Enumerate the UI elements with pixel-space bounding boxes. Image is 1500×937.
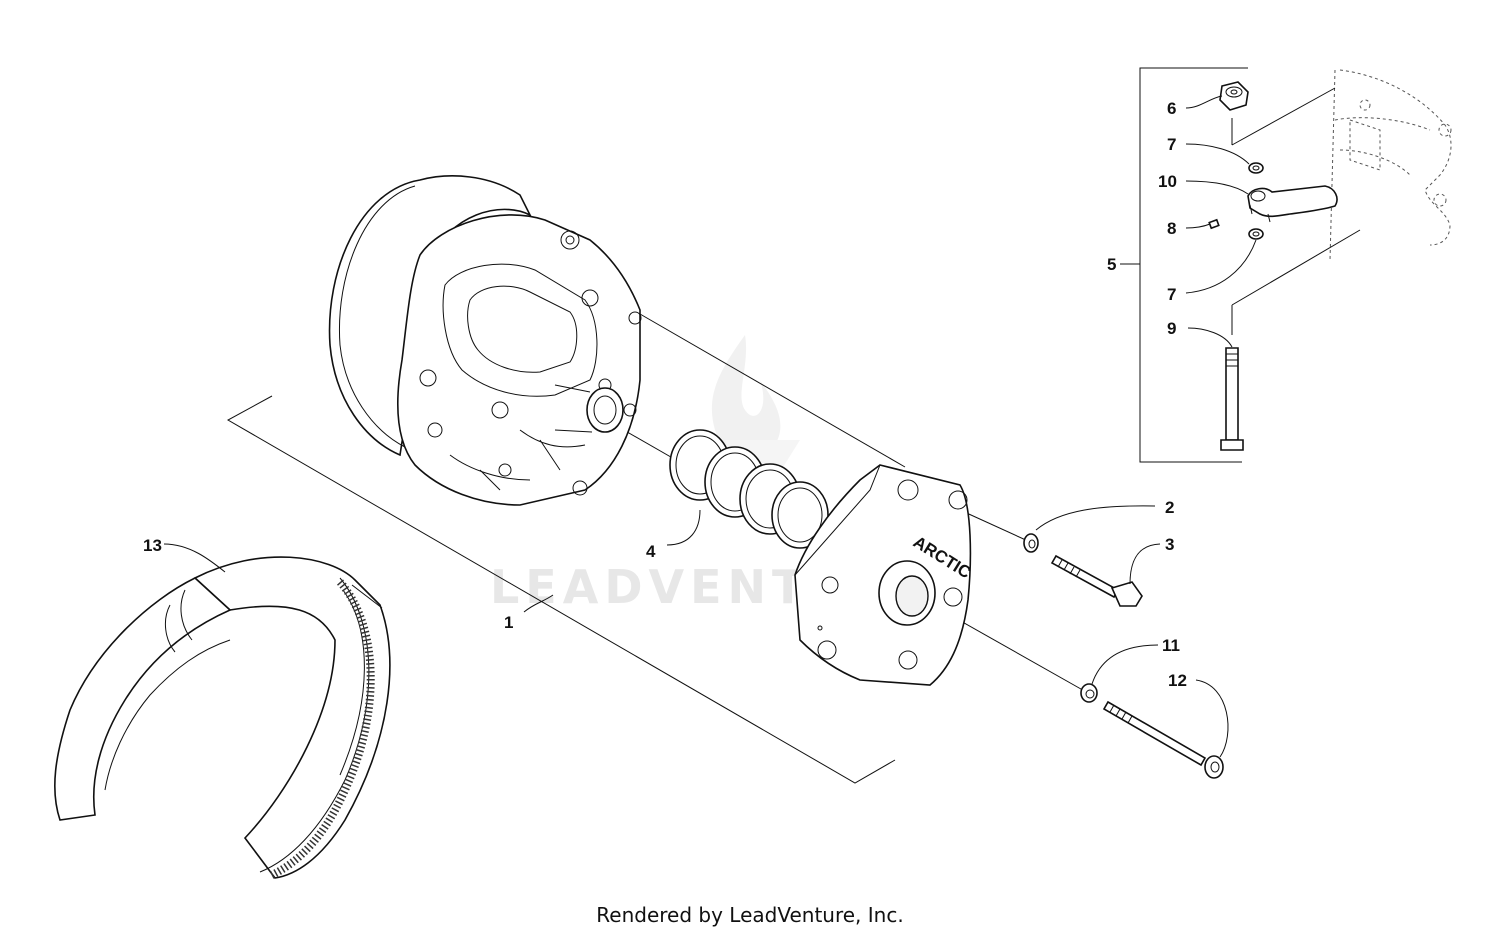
callout-1: 1: [504, 613, 513, 632]
callout-4: 4: [646, 542, 656, 561]
callout-13: 13: [143, 536, 162, 555]
drive-belt: [54, 556, 391, 880]
callout-9: 9: [1167, 319, 1176, 338]
callout-10: 10: [1158, 172, 1177, 191]
washer-item-11: [1080, 683, 1098, 703]
clutch-sheave: [328, 175, 532, 457]
drive-clutch-body: [396, 214, 642, 506]
bolt-item-12: [1102, 700, 1224, 779]
washer-item-7-upper: [1248, 162, 1264, 174]
callout-6: 6: [1167, 99, 1176, 118]
callout-7-lower: 7: [1167, 285, 1176, 304]
inset-assembly: [1120, 67, 1452, 463]
bolt-item-3: [1050, 554, 1143, 607]
callout-leaders: [163, 95, 1257, 758]
callout-7-upper: 7: [1167, 135, 1176, 154]
callout-8: 8: [1167, 219, 1176, 238]
nut-item-6: [1219, 81, 1249, 111]
callout-12: 12: [1168, 671, 1187, 690]
callout-11: 11: [1162, 636, 1180, 655]
setscrew-item-8: [1208, 218, 1220, 230]
callout-5: 5: [1107, 255, 1116, 274]
clutch-cover: ARCTIC: [794, 464, 974, 686]
washer-item-7-lower: [1248, 228, 1264, 240]
callout-3: 3: [1165, 535, 1174, 554]
clutch-spring: [669, 429, 829, 549]
footer-credit: Rendered by LeadVenture, Inc.: [596, 903, 904, 927]
callout-labels: 1 2 3 4 5 6 7 10 8 7 9 11 12 13: [143, 99, 1187, 690]
callout-2: 2: [1165, 498, 1174, 517]
clutch-arm-item-10: [1247, 185, 1338, 223]
washer-item-2: [1023, 533, 1039, 553]
pin-item-9: [1220, 347, 1244, 451]
